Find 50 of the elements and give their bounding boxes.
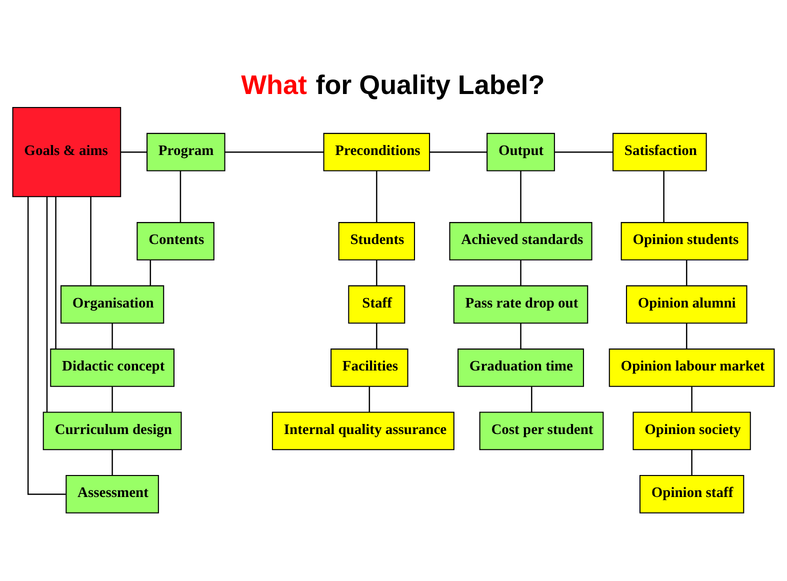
connector	[55, 196, 56, 348]
node-box: Assessment	[66, 474, 159, 513]
node-box: Staff	[348, 284, 406, 324]
node-box: Program	[146, 132, 226, 171]
connector	[520, 260, 522, 286]
connector	[531, 386, 532, 412]
node-box: Opinion society	[632, 411, 751, 450]
connector	[150, 260, 152, 286]
connector	[691, 386, 692, 412]
node-box: Graduation time	[458, 348, 584, 386]
node-box: Output	[486, 132, 555, 171]
connector	[376, 170, 378, 222]
connector	[90, 196, 92, 286]
node-box: Facilities	[330, 348, 408, 386]
connector	[686, 260, 688, 286]
node-box: Didactic concept	[50, 348, 174, 386]
connector	[46, 196, 48, 412]
connector	[112, 322, 113, 348]
connector	[520, 170, 522, 222]
diagram-title: What for Quality Label?	[241, 69, 545, 100]
node-box: Achieved standards	[449, 222, 592, 260]
node-box: Internal quality assurance	[272, 411, 454, 450]
node-box: Opinion labour market	[608, 348, 775, 386]
connector	[112, 449, 113, 475]
connector	[368, 386, 370, 412]
node-box: Goals & aims	[12, 106, 122, 197]
node-box: Satisfaction	[612, 132, 707, 171]
node-box: Pass rate drop out	[453, 284, 588, 324]
connector	[120, 150, 147, 152]
node-box: Students	[338, 222, 416, 260]
connector	[663, 170, 664, 222]
node-box: Cost per student	[479, 411, 604, 450]
connector	[27, 196, 66, 494]
connector	[224, 150, 324, 152]
node-box: Opinion staff	[639, 474, 744, 513]
connector	[691, 449, 692, 475]
connector	[554, 150, 613, 152]
node-box: Contents	[136, 222, 214, 260]
node-box: Preconditions	[323, 132, 430, 171]
node-box: Curriculum design	[42, 411, 182, 450]
connector	[686, 322, 688, 348]
node-box: Organisation	[60, 284, 164, 324]
node-box: Opinion alumni	[626, 284, 748, 324]
connector	[430, 150, 487, 152]
connector	[376, 260, 378, 286]
connector	[180, 170, 182, 222]
connector	[112, 386, 113, 412]
connector	[520, 322, 522, 348]
node-box: Opinion students	[620, 222, 748, 260]
connector	[376, 322, 378, 348]
